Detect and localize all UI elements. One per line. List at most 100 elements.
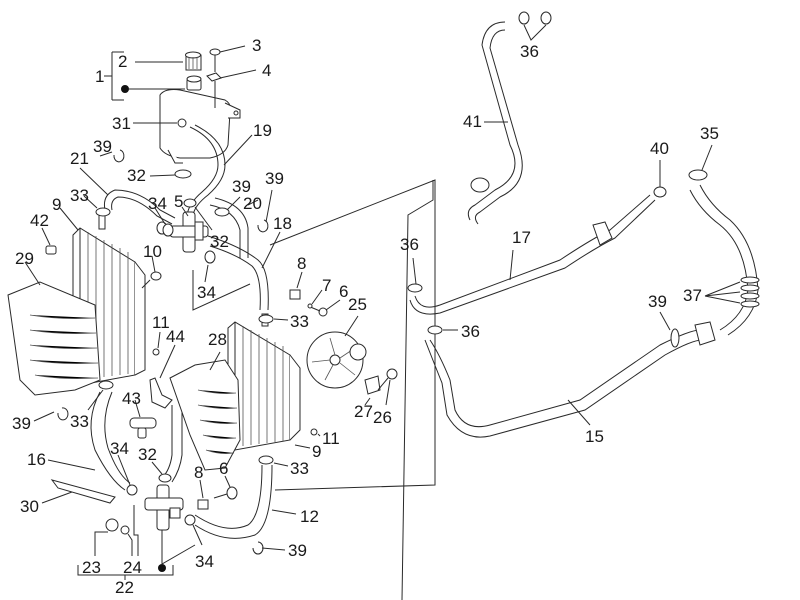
callout-label-26[interactable]: 26 (373, 408, 392, 427)
callout-label-30[interactable]: 30 (20, 497, 39, 516)
clamp-33[interactable] (95, 207, 111, 217)
hose-19[interactable] (192, 124, 226, 216)
callout-label-11[interactable]: 11 (322, 429, 340, 448)
callout-label-17[interactable]: 17 (512, 228, 531, 247)
fan-cover-right[interactable] (169, 359, 241, 471)
callout-label-32[interactable]: 32 (210, 232, 229, 251)
callout-label-20[interactable]: 20 (243, 194, 262, 213)
callout-label-39[interactable]: 39 (648, 292, 667, 311)
callout-label-36[interactable]: 36 (520, 42, 539, 61)
hose-lower-vertical[interactable] (161, 405, 173, 479)
callout-label-3[interactable]: 3 (252, 36, 262, 55)
callout-label-34[interactable]: 34 (195, 552, 214, 571)
callout-label-15[interactable]: 15 (585, 427, 604, 446)
clamp-34d[interactable] (184, 514, 196, 526)
callout-label-2[interactable]: 2 (118, 52, 128, 71)
callout-label-33[interactable]: 33 (290, 312, 309, 331)
clamp-34c[interactable] (126, 484, 138, 496)
hose-17[interactable] (414, 194, 651, 308)
clamp-39e[interactable] (670, 328, 680, 348)
radiator-right[interactable] (227, 313, 301, 451)
callout-label-19[interactable]: 19 (253, 121, 272, 140)
callout-label-42[interactable]: 42 (30, 211, 49, 230)
sensor-42[interactable] (41, 227, 57, 255)
callout-label-28[interactable]: 28 (208, 330, 227, 349)
washer-24[interactable] (120, 525, 133, 556)
callout-label-34[interactable]: 34 (197, 283, 216, 302)
callout-label-36[interactable]: 36 (400, 235, 419, 254)
hose-41-connector[interactable] (470, 177, 490, 193)
clamp-33d[interactable] (258, 455, 274, 465)
callout-label-9[interactable]: 9 (312, 442, 322, 461)
t-fitting-5[interactable] (169, 206, 209, 253)
callout-label-39[interactable]: 39 (12, 414, 31, 433)
expansion-tank[interactable] (159, 75, 241, 164)
callout-label-36[interactable]: 36 (461, 322, 480, 341)
clamp-33c[interactable] (258, 314, 274, 324)
callout-label-39[interactable]: 39 (93, 137, 112, 156)
callout-label-29[interactable]: 29 (15, 249, 34, 268)
callout-label-32[interactable]: 32 (138, 445, 157, 464)
bolt-26[interactable] (377, 368, 398, 406)
callout-label-22[interactable]: 22 (115, 578, 134, 597)
callout-label-39[interactable]: 39 (232, 177, 251, 196)
callout-label-37[interactable]: 37 (683, 286, 702, 305)
callout-label-10[interactable]: 10 (143, 242, 162, 261)
callout-label-8[interactable]: 8 (297, 254, 307, 273)
callout-label-31[interactable]: 31 (112, 114, 131, 133)
callout-label-6[interactable]: 6 (339, 282, 349, 301)
bracket-27[interactable] (364, 375, 381, 406)
bolt-10[interactable] (141, 255, 162, 289)
callout-label-5[interactable]: 5 (174, 192, 184, 211)
callout-label-16[interactable]: 16 (27, 450, 46, 469)
bolt-6[interactable] (213, 475, 238, 500)
clip-4[interactable] (206, 69, 257, 108)
nut-11[interactable] (152, 348, 160, 356)
hose-12[interactable] (194, 464, 273, 539)
clamp-32[interactable] (149, 169, 192, 179)
plug-23[interactable] (94, 518, 119, 556)
hose-15[interactable] (429, 329, 701, 428)
callout-label-12[interactable]: 12 (300, 507, 319, 526)
callout-label-34[interactable]: 34 (148, 194, 167, 213)
callout-label-27[interactable]: 27 (354, 402, 373, 421)
circlip-39[interactable] (113, 149, 125, 163)
callout-label-1[interactable]: 1 (95, 67, 105, 86)
callout-label-35[interactable]: 35 (700, 124, 719, 143)
callout-label-39[interactable]: 39 (288, 541, 307, 560)
circlip-39d[interactable] (252, 541, 264, 555)
nut-11b[interactable] (310, 428, 318, 436)
t-fitting-43[interactable] (129, 399, 157, 439)
clamp-36c[interactable] (427, 325, 443, 335)
pad-30[interactable] (50, 479, 116, 504)
callout-label-32[interactable]: 32 (127, 166, 146, 185)
callout-label-4[interactable]: 4 (262, 61, 272, 80)
callout-label-23[interactable]: 23 (82, 558, 101, 577)
callout-label-11[interactable]: 11 (152, 313, 170, 332)
screw-3[interactable] (209, 45, 246, 72)
clamp-33b[interactable] (98, 380, 114, 390)
hose-20[interactable] (209, 204, 241, 258)
callout-label-7[interactable]: 7 (322, 276, 332, 295)
clamp-40[interactable] (653, 186, 667, 198)
corrugated-section-37[interactable] (740, 276, 760, 308)
callout-label-33[interactable]: 33 (70, 412, 89, 431)
hose-37[interactable] (689, 189, 749, 331)
callout-label-9[interactable]: 9 (52, 195, 62, 214)
hose-41[interactable] (467, 21, 516, 221)
clamp-32c[interactable] (158, 473, 172, 483)
hose-18[interactable] (207, 235, 269, 311)
clamps-36[interactable] (518, 11, 552, 41)
callout-label-34[interactable]: 34 (110, 439, 129, 458)
tank-cap[interactable] (185, 51, 202, 71)
clip-8[interactable] (197, 499, 209, 510)
clamp-35[interactable] (688, 169, 708, 181)
callout-label-21[interactable]: 21 (70, 149, 89, 168)
callout-label-25[interactable]: 25 (348, 295, 367, 314)
callout-label-24[interactable]: 24 (123, 558, 142, 577)
callout-label-41[interactable]: 41 (463, 112, 482, 131)
callout-label-39[interactable]: 39 (265, 169, 284, 188)
hose-17-flange[interactable] (592, 221, 613, 246)
fan-cover-left[interactable] (7, 281, 101, 396)
circlip-39c[interactable] (57, 407, 69, 421)
